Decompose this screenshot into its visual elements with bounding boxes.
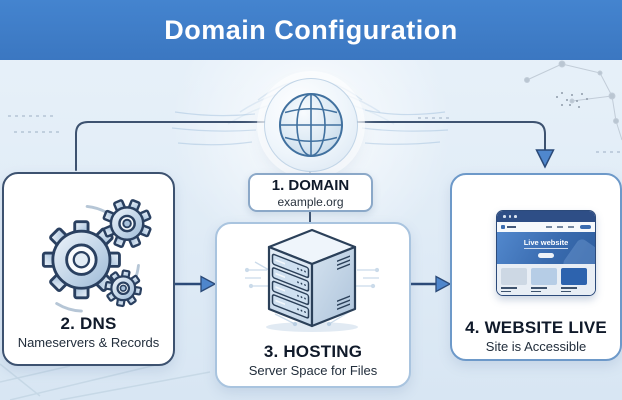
browser-content [497,264,595,295]
node-dns: 2. DNS Nameservers & Records [2,172,175,366]
server-drive-bays [271,253,310,319]
content-text-line [561,287,577,289]
constellation-decoration [524,60,622,141]
content-text-line [561,290,571,292]
browser-hero: Live website [497,232,595,264]
dns-sublabel: Nameservers & Records [17,335,160,350]
arrowhead-to-website [535,149,555,169]
gears-icon [41,199,152,313]
globe-wireframe [279,93,343,157]
content-text-line [501,290,511,292]
website-sublabel: Site is Accessible [485,339,587,354]
browser-window-icon: Live website [496,210,596,296]
medium-gear [102,199,152,249]
window-dot [514,215,517,218]
nav-cta-button [580,224,591,230]
small-gear [104,269,143,308]
hosting-label: 3. HOSTING [263,342,363,361]
nav-link [546,226,552,228]
large-gear [41,220,121,300]
window-dot [503,215,506,218]
content-text-line [501,287,517,289]
hero-title: Live website [523,237,569,247]
domain-label: 1. DOMAIN [271,177,350,194]
domain-sublabel: example.org [277,195,344,209]
server-icon [245,228,379,332]
hero-underline [524,248,568,249]
diagram-title: Domain Configuration [164,15,458,45]
dns-label: 2. DNS [60,314,117,333]
content-card [531,268,557,285]
circuit-lines [245,261,379,327]
content-text-line [531,290,541,292]
site-logo-text [507,226,516,228]
hosting-sublabel: Server Space for Files [248,363,378,378]
dot-matrix-decoration [556,92,588,108]
node-hosting: 3. HOSTING Server Space for Files [215,222,411,388]
site-logo [501,225,505,229]
node-website: Live website 4. WEBSITE LIVE Site is Acc… [450,173,622,361]
content-text-line [531,287,547,289]
globe-icon [264,78,358,172]
browser-navbar [497,222,595,232]
content-card [561,268,587,285]
server-vents [337,255,350,311]
arrowhead-hosting-to-website [435,275,452,293]
bottom-streaks-decoration [0,363,211,400]
arrowhead-dns-to-hosting [200,275,217,293]
website-label: 4. WEBSITE LIVE [465,318,607,337]
node-domain: 1. DOMAIN example.org [248,173,373,212]
browser-titlebar [497,211,595,222]
hero-button [538,252,554,258]
window-dot [508,215,512,218]
title-banner: Domain Configuration [0,0,622,60]
nav-link [557,226,563,228]
content-card [501,268,527,285]
nav-link [568,226,574,228]
